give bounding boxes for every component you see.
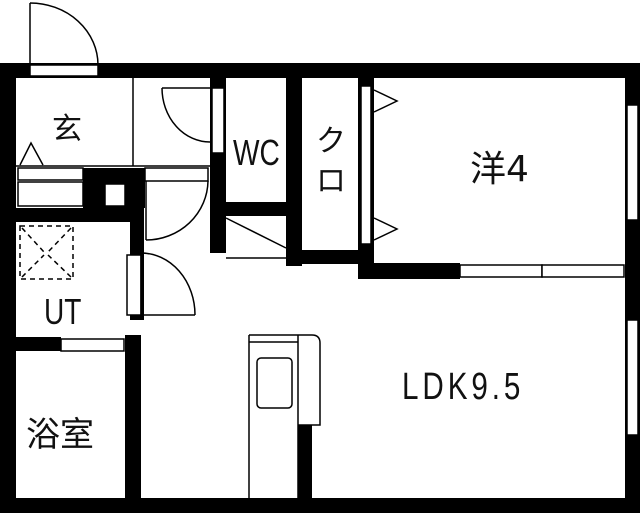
wall-bottom	[0, 498, 640, 513]
room-label-closet: クロ	[316, 124, 346, 199]
room-label-western: 洋4	[470, 149, 529, 190]
room-label-ut: UT	[44, 291, 82, 332]
room-label-ldk: LDK9.5	[402, 366, 525, 408]
wall-left	[0, 63, 16, 513]
room-label-entrance: 玄	[52, 112, 82, 147]
wall-top	[0, 63, 640, 78]
room-label-wc: WC	[233, 132, 280, 173]
room-label-bath: 浴室	[26, 415, 94, 455]
